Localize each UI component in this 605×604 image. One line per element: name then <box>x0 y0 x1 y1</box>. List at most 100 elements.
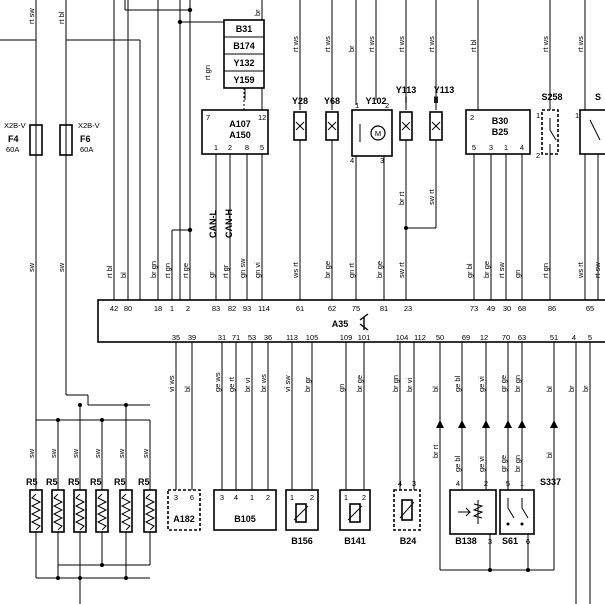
svg-text:5: 5 <box>588 333 592 342</box>
svg-text:71: 71 <box>232 333 240 342</box>
resistor-label: R5 <box>26 477 38 487</box>
svg-text:63: 63 <box>518 333 526 342</box>
resistor-label: R5 <box>68 477 80 487</box>
resistor-label: R5 <box>114 477 126 487</box>
svg-text:sw: sw <box>71 448 80 458</box>
svg-text:1: 1 <box>344 493 348 502</box>
svg-text:br gn: br gn <box>513 455 522 472</box>
device-name: Y113 <box>434 85 455 95</box>
svg-text:5: 5 <box>472 143 476 152</box>
wire-label: sw <box>57 262 66 272</box>
svg-text:65: 65 <box>586 304 594 313</box>
svg-text:5: 5 <box>260 143 264 152</box>
switch-s258: S258 1 2 <box>536 92 563 160</box>
svg-text:114: 114 <box>258 304 270 313</box>
svg-text:50: 50 <box>436 333 444 342</box>
svg-text:70: 70 <box>502 333 510 342</box>
svg-text:2: 2 <box>362 493 366 502</box>
fuse-tag: X2B-V <box>4 121 26 130</box>
svg-text:51: 51 <box>550 333 558 342</box>
device-s61-s337: 5 1 S337 S61 6 <box>499 477 561 546</box>
ground-icon <box>359 313 369 331</box>
svg-text:93: 93 <box>243 304 251 313</box>
svg-text:49: 49 <box>487 304 495 313</box>
svg-text:ge rt: ge rt <box>227 376 236 392</box>
fuse-rating: 60A <box>80 145 93 154</box>
svg-text:br ge: br ge <box>323 261 332 278</box>
stack-label: B31 <box>236 24 253 34</box>
wire-label: rt ws <box>323 36 332 52</box>
svg-text:gr ge: gr ge <box>499 455 508 472</box>
wire-label: rt bl <box>469 39 478 52</box>
wire-label: rt ws <box>397 36 406 52</box>
svg-text:61: 61 <box>296 304 304 313</box>
svg-text:1: 1 <box>355 101 359 110</box>
fuse-name: F6 <box>80 134 91 144</box>
device-name: Y68 <box>324 96 340 106</box>
svg-text:bl: bl <box>545 452 554 458</box>
svg-text:br ge: br ge <box>482 261 491 278</box>
svg-text:br: br <box>581 385 590 392</box>
device-name: S258 <box>541 92 562 102</box>
svg-text:ws rt: ws rt <box>576 261 585 279</box>
wire-label: rt sw <box>27 8 36 24</box>
svg-text:4: 4 <box>234 493 238 502</box>
svg-text:bl: bl <box>431 386 440 392</box>
svg-text:sw: sw <box>117 448 126 458</box>
stack-label: Y159 <box>233 75 254 85</box>
svg-text:rt gr: rt gr <box>221 264 230 278</box>
fuse-f6: X2B-V F6 60A <box>59 121 100 156</box>
svg-text:23: 23 <box>404 304 412 313</box>
svg-text:gr: gr <box>207 271 216 278</box>
svg-text:83: 83 <box>212 304 220 313</box>
svg-text:53: 53 <box>248 333 256 342</box>
svg-text:73: 73 <box>470 304 478 313</box>
svg-text:4: 4 <box>456 479 460 488</box>
svg-text:4: 4 <box>572 333 576 342</box>
svg-text:br: br <box>567 385 576 392</box>
svg-text:br ws: br ws <box>259 374 268 392</box>
stack-label: B174 <box>233 41 255 51</box>
svg-text:gn vi: gn vi <box>253 262 262 278</box>
svg-text:gn: gn <box>513 270 522 278</box>
wire-label: sw rt <box>427 188 436 205</box>
svg-text:1: 1 <box>250 493 254 502</box>
svg-text:81: 81 <box>380 304 388 313</box>
device-name: A150 <box>229 130 251 140</box>
device-b138: 4 2 B138 3 <box>449 479 497 546</box>
svg-text:6: 6 <box>190 493 194 502</box>
svg-text:2: 2 <box>186 304 190 313</box>
svg-text:bl: bl <box>119 272 128 278</box>
svg-text:101: 101 <box>358 333 371 342</box>
svg-text:br gn: br gn <box>513 375 522 392</box>
svg-text:br ge: br ge <box>355 375 364 392</box>
svg-text:ge vi: ge vi <box>477 456 486 472</box>
svg-text:1: 1 <box>536 111 540 120</box>
svg-text:68: 68 <box>518 304 526 313</box>
wire-label: rt ws <box>541 36 550 52</box>
svg-text:3: 3 <box>489 143 493 152</box>
wire-label: sw <box>27 262 36 272</box>
svg-text:3: 3 <box>380 156 384 165</box>
device-name: B30 <box>492 116 509 126</box>
wire-label: br rt <box>397 191 406 205</box>
device-name: Y113 <box>396 85 417 95</box>
switch-partial: S 1 <box>575 92 605 155</box>
svg-text:2: 2 <box>310 493 314 502</box>
svg-text:gr bl: gr bl <box>465 263 474 278</box>
svg-text:4: 4 <box>520 143 524 152</box>
wire-label: rt ws <box>291 36 300 52</box>
svg-text:br gr: br gr <box>303 376 312 392</box>
svg-text:ge vi: ge vi <box>477 376 486 392</box>
svg-text:br ge: br ge <box>375 261 384 278</box>
svg-text:2: 2 <box>484 479 488 488</box>
resistor-bank: R5 R5 R5 R5 R5 R5 <box>26 477 157 604</box>
valve-y113-ii: Y113 II <box>429 85 455 141</box>
device-name: B141 <box>344 536 366 546</box>
svg-text:rt bl: rt bl <box>105 265 114 278</box>
svg-text:18: 18 <box>154 304 162 313</box>
resistor-wire-labels: sw sw sw sw sw sw ge bl ge vi gr ge br g… <box>27 444 554 472</box>
device-sub: I <box>405 95 408 105</box>
svg-text:112: 112 <box>414 333 426 342</box>
